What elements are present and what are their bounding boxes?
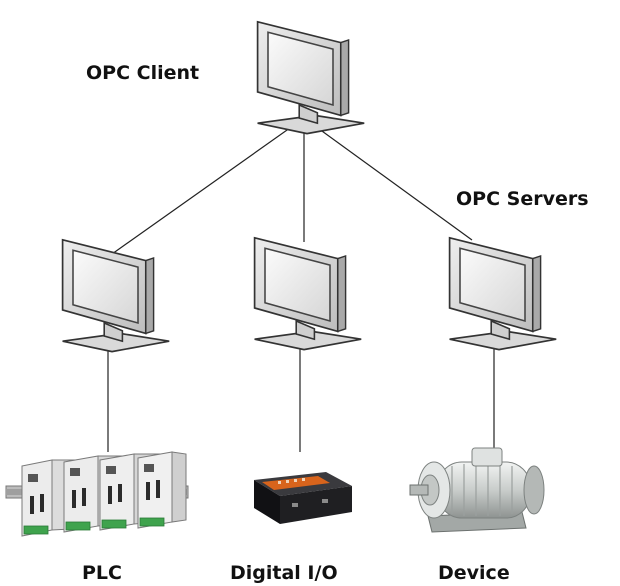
opc-client-label: OPC Client <box>86 62 200 84</box>
digital-io-label: Digital I/O <box>230 562 338 584</box>
device-label: Device <box>438 562 510 584</box>
link-client-right <box>303 117 473 241</box>
opc-server-monitor-center <box>253 236 363 351</box>
opc-server-monitor-left <box>61 238 171 353</box>
connector-lines <box>107 117 495 452</box>
motor-icon <box>409 447 545 533</box>
plc-module-icon <box>5 451 189 537</box>
opc-servers-label: OPC Servers <box>456 188 589 210</box>
digital-io-icon <box>254 472 352 524</box>
link-client-left <box>111 117 305 255</box>
opc-server-monitor-right <box>448 236 558 351</box>
plc-label: PLC <box>82 562 122 584</box>
opc-client-monitor <box>256 20 366 135</box>
